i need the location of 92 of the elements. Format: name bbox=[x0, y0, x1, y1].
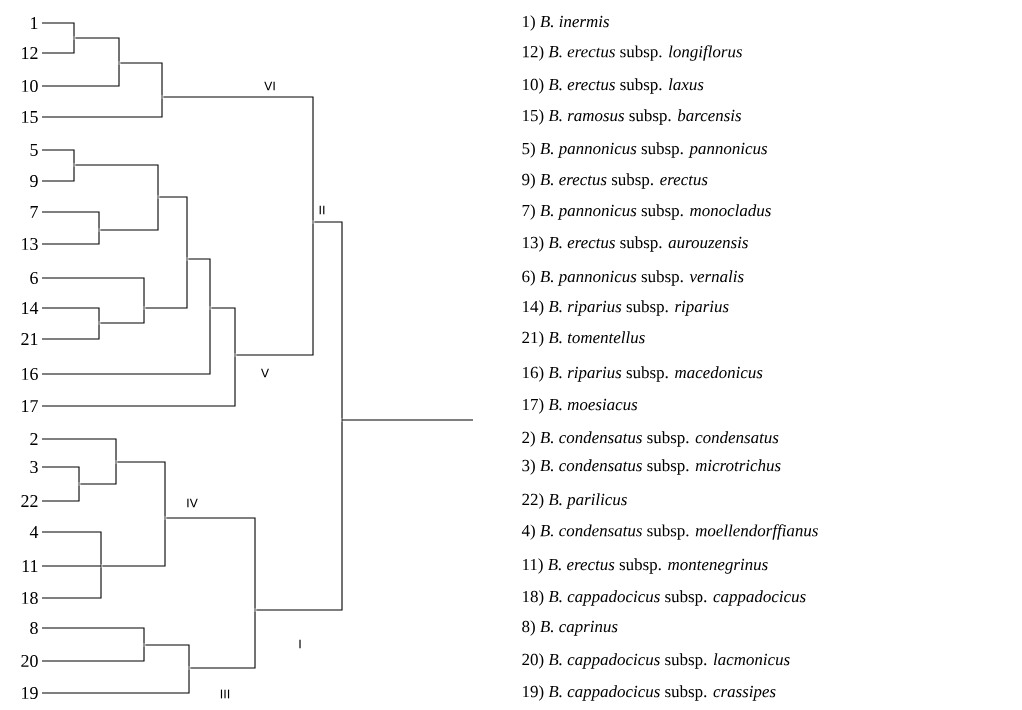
branch-line bbox=[144, 259, 188, 309]
branch-line bbox=[189, 610, 256, 669]
branch-line bbox=[41, 627, 145, 645]
branch-line bbox=[41, 97, 163, 118]
branch-line bbox=[41, 668, 190, 694]
branch-line bbox=[116, 461, 166, 518]
leaf-number: 21 bbox=[21, 333, 38, 345]
leaf-number: 2 bbox=[30, 433, 38, 445]
species-name: 9) B. erectus subsp. erectus bbox=[522, 173, 708, 189]
branch-line bbox=[41, 438, 117, 462]
species-name: 21) B. tomentellus bbox=[522, 331, 645, 347]
species-name: 3) B. condensatus subsp. microtrichus bbox=[522, 459, 781, 475]
branch-line bbox=[41, 531, 102, 566]
leaf-number: 22 bbox=[21, 495, 38, 507]
branch-line bbox=[41, 230, 100, 245]
leaf-number: 15 bbox=[22, 111, 38, 123]
species-name: 5) B. pannonicus subsp. pannonicus bbox=[522, 142, 768, 158]
branch-line bbox=[41, 323, 100, 340]
branch-line bbox=[341, 419, 474, 421]
branch-line bbox=[41, 484, 80, 502]
leaf-number: 13 bbox=[22, 237, 38, 250]
species-name: 12) B. erectus subsp. longiflorus bbox=[523, 45, 742, 61]
leaf-number: 3 bbox=[30, 460, 38, 473]
leaf-number: 1 bbox=[31, 17, 38, 29]
branch-line bbox=[41, 22, 75, 38]
species-name: 16) B. riparius subsp. macedonicus bbox=[523, 366, 763, 382]
leaf-number: 12 bbox=[22, 47, 38, 59]
branch-line bbox=[187, 258, 211, 308]
leaf-number: 20 bbox=[21, 654, 38, 668]
branch-line bbox=[74, 164, 159, 197]
species-name: 11) B. erectus subsp. montenegrinus bbox=[523, 558, 768, 574]
leaf-number: 11 bbox=[22, 560, 38, 572]
leaf-number: 17 bbox=[22, 400, 38, 412]
leaf-number: 10 bbox=[22, 79, 38, 93]
species-name: 17) B. moesiacus bbox=[523, 398, 638, 414]
species-name: 10) B. erectus subsp. laxus bbox=[523, 78, 704, 94]
cluster-label: I bbox=[299, 639, 301, 649]
branch-line bbox=[165, 517, 256, 610]
cluster-label: IV bbox=[187, 498, 198, 508]
branch-line bbox=[41, 149, 75, 165]
species-name: 13) B. erectus subsp. aurouzensis bbox=[523, 236, 748, 252]
cluster-label: V bbox=[261, 368, 269, 378]
branch-line bbox=[144, 644, 190, 668]
branch-line bbox=[41, 63, 120, 87]
cluster-label: VI bbox=[264, 81, 275, 91]
branch-line bbox=[41, 165, 75, 182]
leaf-number: 19 bbox=[22, 686, 38, 699]
species-name: 19) B. cappadocicus subsp. crassipes bbox=[523, 685, 776, 701]
leaf-number: 18 bbox=[22, 591, 38, 605]
branch-line bbox=[41, 466, 80, 484]
branch-line bbox=[119, 62, 163, 97]
species-name: 15) B. ramosus subsp. barcensis bbox=[523, 109, 742, 125]
cluster-label: III bbox=[220, 689, 230, 699]
leaf-number: 5 bbox=[30, 144, 38, 156]
leaf-number: 7 bbox=[30, 206, 38, 218]
species-name: 2) B. condensatus subsp. condensatus bbox=[522, 431, 779, 447]
branch-line bbox=[162, 96, 314, 222]
leaf-number: 14 bbox=[22, 302, 39, 314]
branch-line bbox=[41, 645, 145, 662]
species-name: 1) B. inermis bbox=[523, 15, 609, 31]
branch-line bbox=[41, 308, 211, 375]
branch-line bbox=[158, 196, 188, 259]
branch-line bbox=[41, 565, 102, 567]
cluster-label: II bbox=[319, 205, 325, 215]
leaf-number: 6 bbox=[30, 271, 38, 284]
branch-line bbox=[41, 211, 100, 230]
species-name: 6) B. pannonicus subsp. vernalis bbox=[522, 270, 744, 286]
branch-line bbox=[41, 566, 102, 599]
branch-line bbox=[235, 222, 314, 356]
branch-line bbox=[101, 518, 166, 567]
branch-line bbox=[255, 420, 343, 611]
species-name: 22) B. parilicus bbox=[522, 493, 627, 509]
branch-line bbox=[99, 197, 159, 231]
species-name: 14) B. riparius subsp. riparius bbox=[523, 300, 729, 316]
species-name: 8) B. caprinus bbox=[522, 620, 618, 636]
branch-line bbox=[210, 307, 236, 355]
branch-line bbox=[41, 307, 100, 323]
leaf-number: 8 bbox=[30, 621, 38, 635]
species-name: 20) B. cappadocicus subsp. lacmonicus bbox=[522, 653, 790, 669]
branch-line bbox=[41, 277, 145, 308]
leaf-number: 16 bbox=[22, 367, 38, 380]
branch-line bbox=[41, 355, 236, 407]
leaf-number: 9 bbox=[30, 174, 38, 187]
branch-line bbox=[41, 38, 75, 54]
branch-line bbox=[79, 462, 117, 485]
leaf-number: 4 bbox=[29, 526, 39, 538]
species-name: 4) B. condensatus subsp. moellendorffianus bbox=[521, 524, 818, 540]
branch-line bbox=[313, 221, 343, 420]
branch-line bbox=[99, 308, 145, 324]
species-name: 18) B. cappadocicus subsp. cappadocicus bbox=[523, 590, 806, 606]
species-name: 7) B. pannonicus subsp. monocladus bbox=[522, 204, 771, 220]
branch-line bbox=[74, 37, 120, 63]
